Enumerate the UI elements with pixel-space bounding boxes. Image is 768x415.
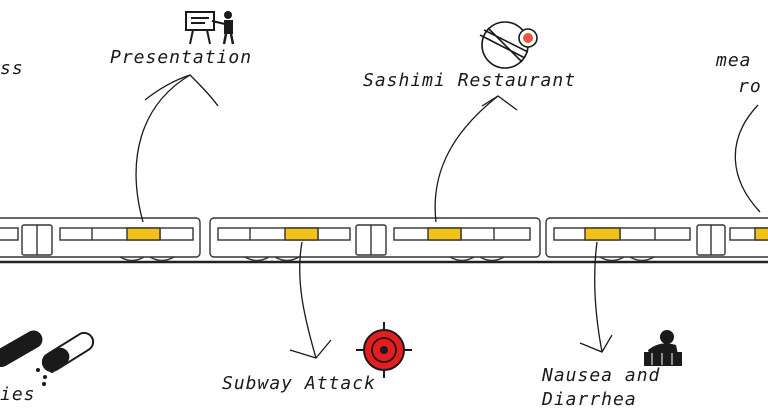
label-meeting-room-line1: mea — [716, 50, 752, 71]
arrow-to-sashimi — [434, 95, 499, 223]
window-highlight — [584, 227, 621, 241]
label-sashimi-restaurant: Sashimi Restaurant — [363, 70, 577, 91]
arrow-to-subway-attack — [299, 241, 317, 359]
label-nausea-line1: Nausea and — [542, 365, 661, 386]
window-highlight — [284, 227, 319, 241]
window-highlight — [427, 227, 462, 241]
label-subway-attack: Subway Attack — [222, 373, 376, 394]
train-car-left — [0, 217, 201, 262]
window-highlight — [126, 227, 161, 241]
window-highlight — [754, 227, 768, 241]
label-nausea-line2: Diarrhea — [542, 389, 637, 410]
train-car-middle — [209, 217, 541, 262]
label-allergies-partial: ies — [0, 384, 36, 405]
arrow-to-meeting-room — [734, 104, 761, 213]
target-icon — [356, 322, 412, 378]
no-sushi-icon — [479, 21, 538, 69]
label-presentation: Presentation — [110, 47, 253, 68]
label-fitness-partial: ss — [0, 58, 24, 79]
train-car-right — [545, 217, 768, 262]
arrow-to-nausea — [594, 241, 603, 353]
label-meeting-room-line2: ro — [738, 76, 762, 97]
pills-icon — [0, 330, 95, 386]
presentation-icon — [185, 11, 235, 45]
arrows — [135, 74, 761, 359]
arrow-to-presentation — [135, 74, 191, 223]
sick-person-icon — [644, 330, 682, 366]
